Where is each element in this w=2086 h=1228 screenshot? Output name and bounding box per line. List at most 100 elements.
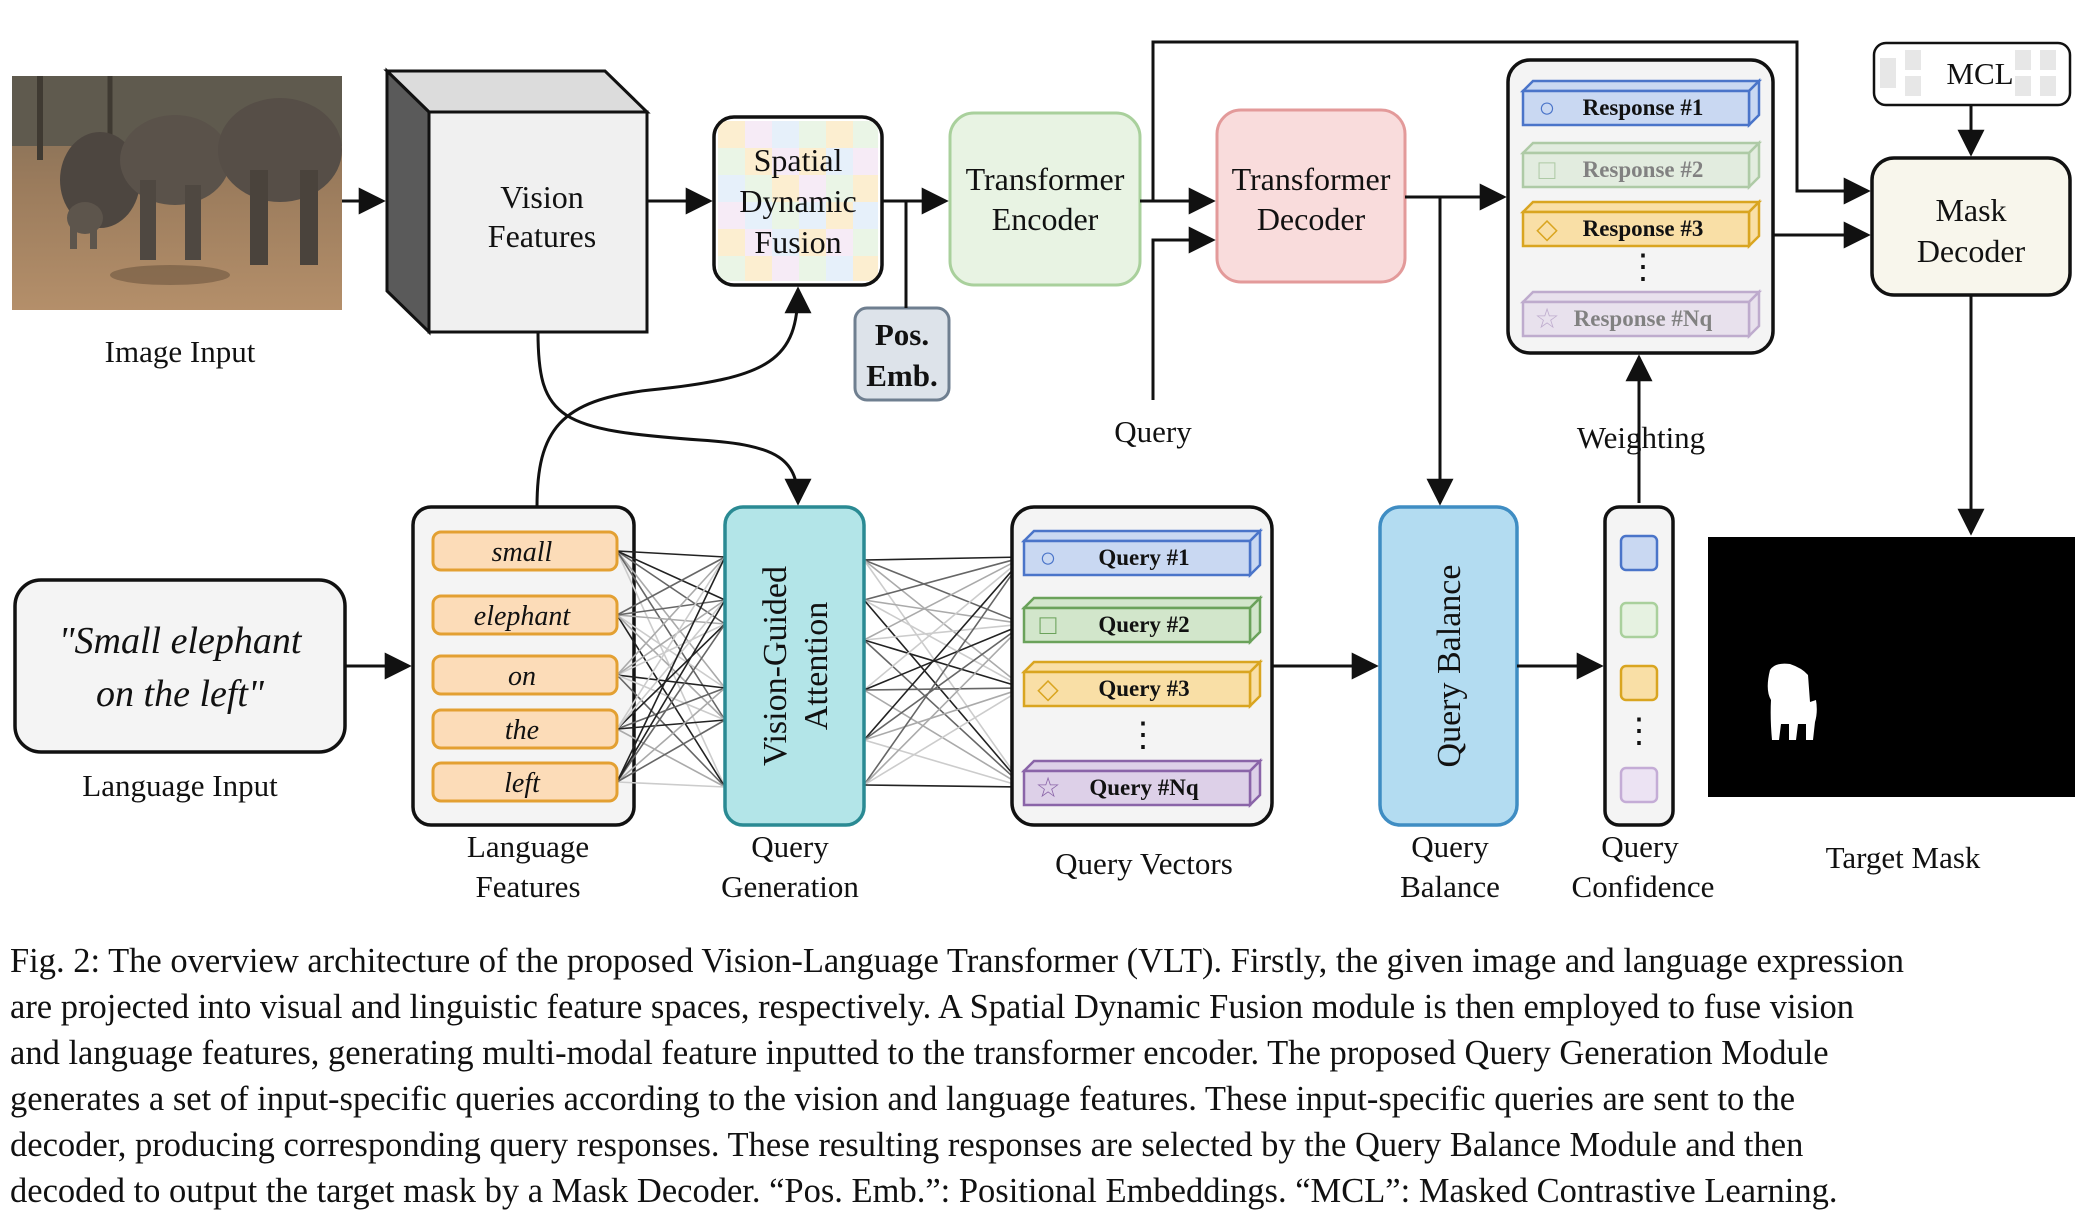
response-label: Response #3: [1583, 216, 1704, 241]
pos-emb-box: [853, 306, 951, 402]
connection-line: [616, 687, 726, 783]
connection-line: [616, 556, 726, 676]
connection-line: [616, 674, 726, 689]
connection-line: [863, 556, 1025, 741]
response-bar-top: [1519, 141, 1763, 155]
connection-line: [863, 739, 1025, 788]
connection-line: [616, 674, 726, 721]
query-vector-label: Query #2: [1098, 612, 1189, 637]
connection-line: [863, 556, 1025, 691]
query-confidence-label-1: Query: [1601, 829, 1679, 864]
connection-line: [616, 550, 726, 601]
language-features-label-2: Features: [475, 869, 580, 904]
connection-line: [863, 556, 1025, 561]
query-balance-label-1: Query: [1411, 829, 1489, 864]
query-vector-bar-front: [1022, 606, 1252, 644]
confidence-box: [1619, 601, 1659, 639]
query-vector-bar: ◇Query #3: [1020, 658, 1264, 710]
connection-line: [616, 556, 726, 730]
vision-guided-attention-box: [723, 505, 866, 827]
caption-line: are projected into visual and linguistic…: [10, 988, 1855, 1026]
encoder-label-2: Encoder: [992, 201, 1099, 237]
confidence-ellipsis: ⋮: [1622, 713, 1656, 750]
caption-line: generates a set of input-specific querie…: [10, 1080, 1796, 1118]
query-vector-label: Query #3: [1098, 676, 1189, 701]
connection-line: [616, 719, 726, 783]
query-confidence-label-2: Confidence: [1572, 869, 1715, 904]
query-vector-bar-top: [1020, 660, 1264, 674]
query-vectors-label: Query Vectors: [1055, 846, 1233, 881]
connection-line: [863, 559, 1025, 625]
arrows: [342, 40, 1985, 680]
word-token-label: the: [505, 715, 539, 746]
symbol-icon: ◇: [1536, 214, 1558, 245]
caption-line: and language features, generating multi-…: [10, 1034, 1829, 1072]
connection-line: [616, 556, 726, 783]
query-generation-label-1: Query: [751, 829, 829, 864]
symbol-icon: ○: [1539, 93, 1556, 124]
connection-line: [616, 614, 726, 788]
word-token-label: small: [492, 537, 553, 568]
connection-line: [616, 550, 726, 721]
architecture-diagram: Image Input Vision Features: [12, 40, 2075, 904]
connection-line: [616, 623, 726, 730]
connection-line: [863, 623, 1025, 691]
connection-line: [616, 719, 726, 730]
symbol-icon: □: [1539, 155, 1556, 186]
mcl-thumbnails: [1880, 50, 2056, 96]
response-bar-top: [1519, 290, 1763, 304]
query-vector-bar-top: [1020, 596, 1264, 610]
sdf-label-1: Spatial: [754, 142, 843, 178]
connection-line: [616, 781, 726, 788]
vga-label-2: Attention: [798, 602, 835, 730]
word-token-label: left: [504, 768, 541, 799]
arrow-decoder-to-responses: [1405, 183, 1507, 300]
connection-line: [863, 689, 1025, 788]
pos-emb-label-2: Emb.: [866, 358, 938, 393]
query-vector-bar-front: [1022, 670, 1252, 708]
figure-caption: Fig. 2: The overview architecture of the…: [10, 938, 2080, 1214]
encoder-label-1: Transformer: [966, 161, 1125, 197]
connection-line: [863, 784, 1025, 788]
sdf-label-2: Dynamic: [739, 183, 856, 219]
connection-line: [863, 556, 1025, 641]
connection-line: [616, 599, 726, 730]
connection-line: [863, 559, 1025, 788]
response-bar: ☆Response #Nq: [1519, 288, 1763, 340]
attention-connections: [616, 550, 1025, 788]
responses-ellipsis: ⋮: [1626, 249, 1660, 286]
caption-line: decoded to output the target mask by a M…: [10, 1172, 1838, 1210]
response-bar-front: [1521, 300, 1751, 338]
connection-line: [863, 639, 1025, 689]
vision-features-cube: [383, 67, 651, 336]
response-label: Response #1: [1583, 95, 1704, 120]
connection-line: [616, 674, 726, 788]
connection-line: [863, 623, 1025, 641]
arrow-encoder-to-mask-decoder: [1151, 40, 1871, 205]
response-bar-front: [1521, 151, 1751, 189]
query-balance-box-label: Query Balance: [1431, 565, 1468, 768]
arrow-query-to-decoder: [1151, 226, 1216, 400]
connection-line: [863, 599, 1025, 689]
symbol-icon: ○: [1040, 543, 1057, 574]
image-input-label: Image Input: [105, 334, 256, 369]
word-token-box: [431, 761, 619, 803]
word-token-label: on: [508, 661, 536, 692]
sdf-label-3: Fusion: [754, 224, 841, 260]
query-vector-bar: ☆Query #Nq: [1020, 757, 1264, 809]
query-vector-bar-front: [1022, 539, 1252, 577]
query-generation-label-2: Generation: [721, 869, 859, 904]
response-bar: □Response #2: [1519, 139, 1763, 191]
response-bar-front: [1521, 210, 1751, 248]
response-bar-top: [1519, 79, 1763, 93]
query-vector-bar: □Query #2: [1020, 594, 1264, 646]
mcl-label: MCL: [1946, 56, 2013, 91]
decoder-label-1: Transformer: [1232, 161, 1391, 197]
image-input-photo: [12, 76, 342, 310]
connection-line: [616, 556, 726, 616]
transformer-encoder-box: [948, 111, 1142, 287]
connection-line: [616, 623, 726, 676]
target-mask-label: Target Mask: [1826, 840, 1981, 875]
query-vector-bar-top: [1020, 759, 1264, 773]
query-arrow-label: Query: [1114, 414, 1192, 449]
